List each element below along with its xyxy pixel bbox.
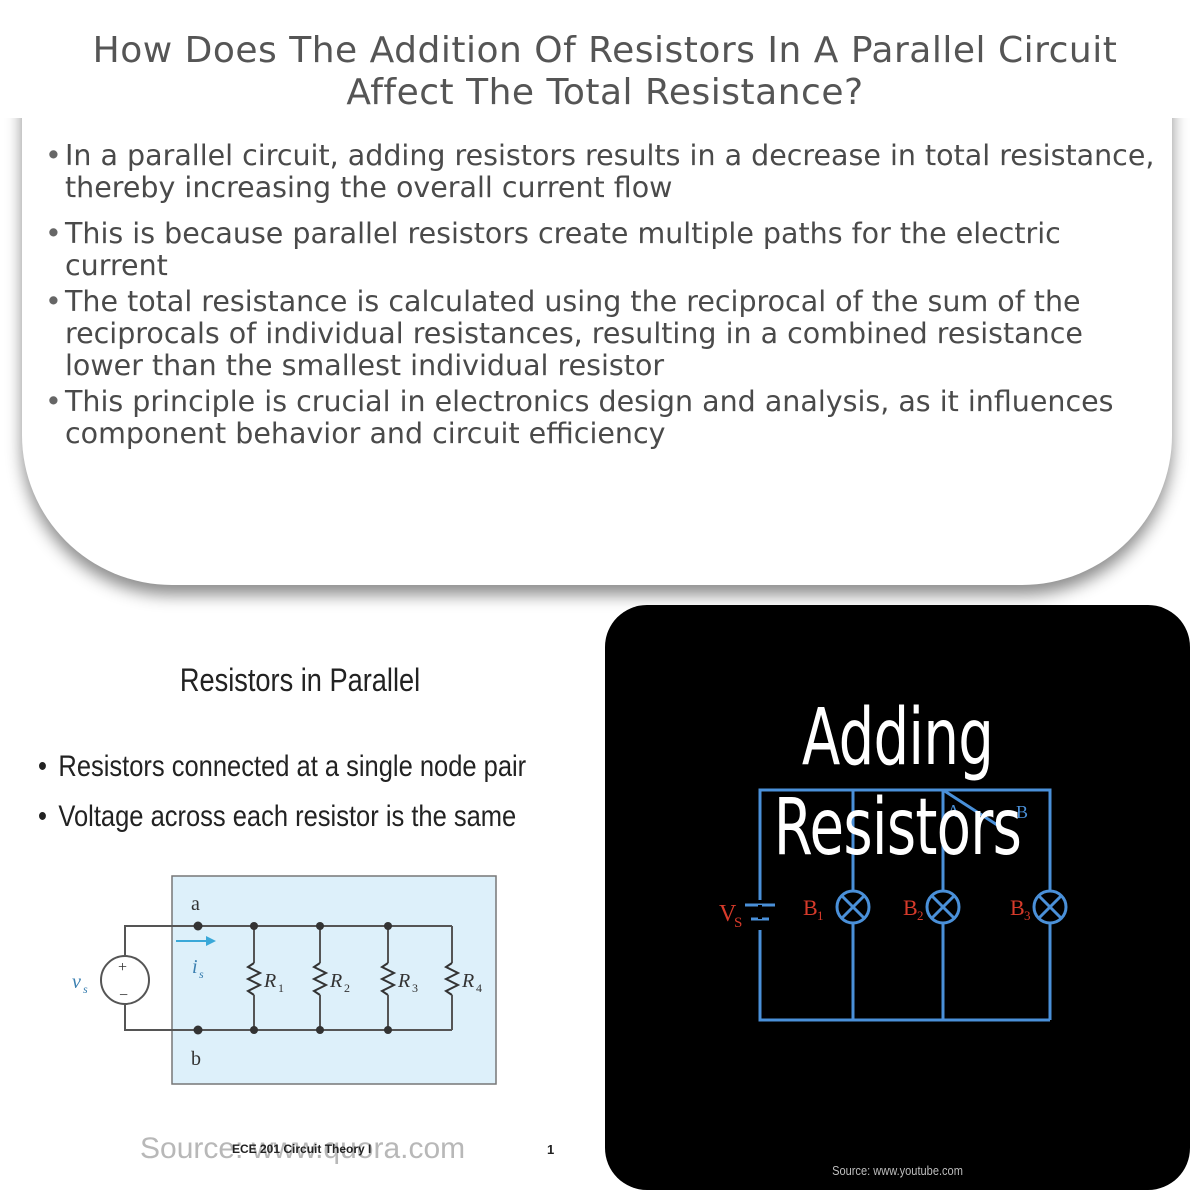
resistor-r4-label: R	[461, 970, 474, 992]
parallel-circuit-diagram: + − v s a b i s R 1 R 2	[72, 875, 497, 1085]
switch-a-label: A	[947, 801, 960, 821]
node-b-label: b	[191, 1048, 201, 1070]
diagram-background	[171, 875, 497, 1085]
current-label: i	[192, 956, 198, 978]
page-title-line2: Affect The Total Resistance?	[346, 72, 864, 113]
bullet-item: The total resistance is calculated using…	[45, 286, 1155, 382]
source-minus: −	[119, 987, 128, 1004]
current-arrowhead	[206, 936, 216, 946]
source-label: v	[72, 971, 81, 993]
image-source: Source: www.youtube.com	[832, 1163, 963, 1178]
resistor-r2: R 2	[311, 922, 350, 1034]
page-title-line1: How Does The Addition Of Resistors In A …	[92, 30, 1118, 71]
circuit-outer-wire	[758, 788, 945, 900]
page-title: How Does The Addition Of Resistors In A …	[40, 30, 1170, 114]
node-a-label: a	[191, 893, 200, 915]
bulb-b3-sub: 3	[1024, 908, 1031, 923]
slide-bullet-item: Voltage across each resistor is the same	[38, 800, 526, 850]
bulb-b1-label: B	[803, 895, 818, 920]
resistor-r4: R 4	[443, 926, 482, 1030]
vs-label-sub: S	[734, 915, 742, 931]
switch-arm	[942, 788, 1006, 832]
slide-page-number: 1	[547, 1142, 555, 1157]
bullet-list: In a parallel circuit, adding resistors …	[45, 140, 1155, 464]
resistor-r1-label: R	[263, 970, 276, 992]
bulb-b2	[925, 889, 961, 925]
source-plus: +	[118, 959, 127, 976]
resistor-r1: R 1	[245, 922, 284, 1034]
bulb-b3-label: B	[1010, 895, 1025, 920]
slide-title: Adding Resistors	[773, 693, 1022, 873]
card-top-mask	[0, 0, 1200, 118]
wire-top-left	[124, 925, 198, 955]
bullet-item: This is because parallel resistors creat…	[45, 218, 1155, 282]
bulb-b1-sub: 1	[817, 908, 824, 923]
source-label-sub: s	[83, 982, 88, 996]
slide-footer-course: ECE 201 Circuit Theory I	[232, 1142, 372, 1156]
resistor-r4-sub: 4	[476, 981, 482, 995]
resistor-r3: R 3	[379, 922, 418, 1034]
node-b	[193, 1025, 203, 1035]
bullet-item: This principle is crucial in electronics…	[45, 386, 1155, 450]
switch-b-label: B	[1016, 802, 1028, 822]
circuit-bottom-wire	[758, 930, 1050, 1022]
resistor-r2-sub: 2	[344, 981, 350, 995]
bulb-b2-sub: 2	[917, 908, 924, 923]
resistor-r3-sub: 3	[412, 981, 418, 995]
current-label-sub: s	[199, 967, 204, 981]
bulb-b2-label: B	[903, 895, 918, 920]
resistor-r2-label: R	[329, 970, 342, 992]
bulb-circuit-diagram: V S B 1 B 2 B 3 A B	[719, 788, 1068, 1022]
resistor-r1-sub: 1	[278, 981, 284, 995]
slide-bullet-item: Resistors connected at a single node pai…	[38, 750, 526, 800]
circuit-right-branch	[1005, 788, 1052, 1020]
adding-resistors-slide: V S B 1 B 2 B 3 A B Adding Resistors Sou…	[605, 605, 1190, 1190]
vs-label: V	[719, 901, 737, 927]
bulb-b3	[1032, 889, 1068, 925]
wire-bottom-left	[124, 1005, 198, 1031]
slide-bullet-list: Resistors connected at a single node pai…	[38, 750, 612, 850]
image-source: Source: www.quora.com	[140, 1132, 466, 1165]
resistors-parallel-slide: Resistors in Parallel Resistors connecte…	[0, 620, 600, 1200]
slide-title: Resistors in Parallel	[179, 662, 421, 698]
voltage-source	[100, 955, 150, 1005]
resistor-r3-label: R	[397, 970, 410, 992]
bulb-b1	[835, 889, 871, 925]
node-a	[193, 921, 203, 931]
bullet-item: In a parallel circuit, adding resistors …	[45, 140, 1155, 204]
